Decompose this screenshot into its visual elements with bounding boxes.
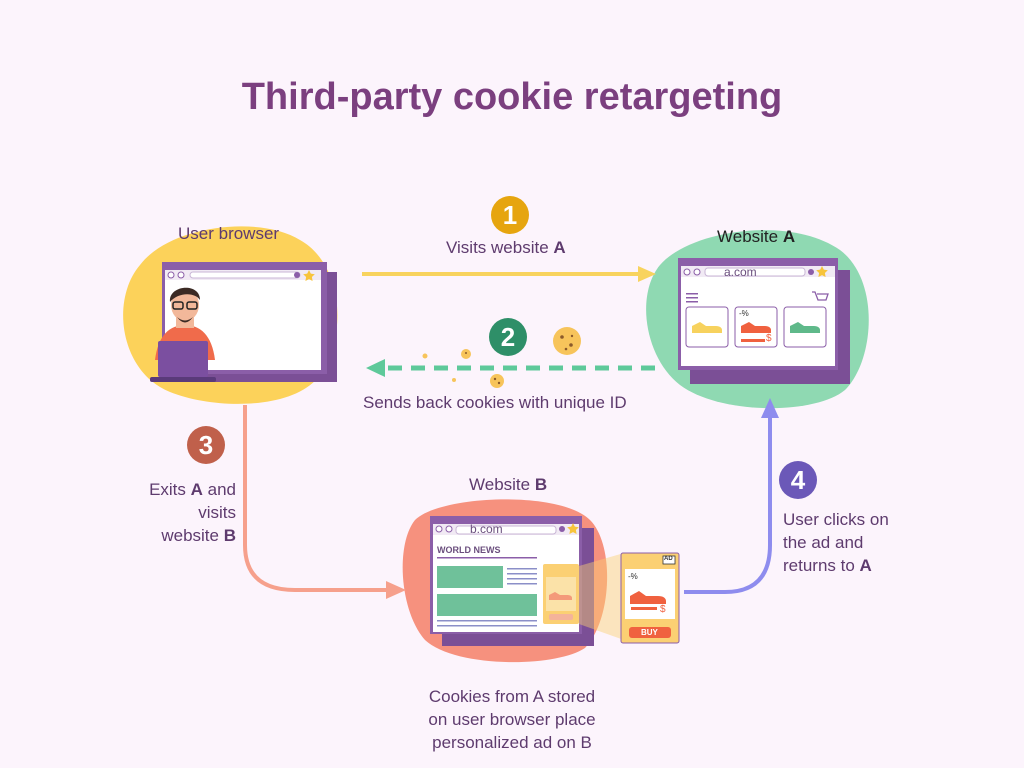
arrow-step-3 (243, 405, 388, 592)
page-title: Third-party cookie retargeting (241, 76, 783, 118)
product-discount: -% (739, 309, 749, 318)
shoe-icon (741, 322, 771, 333)
star-icon (303, 270, 315, 281)
website-b-url: b.com (470, 522, 503, 536)
ad-tag: AD (664, 556, 673, 562)
ad-discount: -% (628, 572, 638, 581)
person-avatar (150, 287, 216, 382)
website-a-url: a.com (724, 265, 757, 279)
step-1-badge: 1 (491, 196, 529, 234)
close-icon (559, 526, 565, 532)
step-3-badge: 3 (187, 426, 225, 464)
product-price: $ (766, 333, 772, 344)
step-3-label: Exits A and visits website B (149, 480, 236, 545)
website-a-illustration (646, 230, 869, 409)
shoe-icon (549, 592, 572, 600)
caption: Cookies from A stored on user browser pl… (428, 687, 596, 752)
step-4-label: User clicks on the ad and returns to A (783, 510, 889, 575)
step-1-label: Visits website A (446, 238, 566, 257)
shoe-icon (692, 322, 722, 333)
user-browser-illustration (123, 226, 338, 404)
menu-icon (686, 293, 698, 303)
website-b-label: Website B (469, 475, 548, 494)
website-b-illustration (402, 499, 680, 663)
ad-price: $ (660, 604, 666, 615)
cart-icon (812, 291, 829, 301)
user-browser-label: User browser (178, 224, 280, 243)
shoe-icon (630, 591, 666, 604)
ad-projection-beam (579, 553, 624, 640)
shoe-icon (790, 322, 820, 333)
website-a-label: Website A (717, 227, 796, 246)
arrow-step-4 (684, 416, 772, 594)
news-headline: WORLD NEWS (437, 545, 501, 555)
step-2-badge: 2 (489, 318, 527, 356)
step-2-label: Sends back cookies with unique ID (363, 393, 627, 412)
star-icon (567, 523, 579, 534)
step-4-badge: 4 (779, 461, 817, 499)
star-icon (816, 266, 828, 277)
close-icon (294, 272, 300, 278)
close-icon (808, 269, 814, 275)
ad-buy-button: BUY (641, 628, 658, 637)
